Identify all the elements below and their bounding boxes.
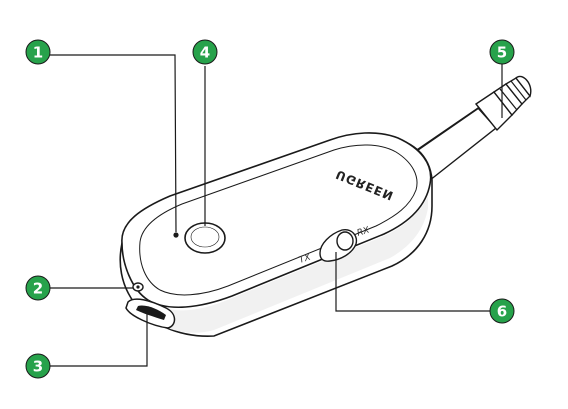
device-body: UGREEN bbox=[119, 132, 433, 337]
status-led bbox=[173, 232, 179, 238]
callout-lines bbox=[50, 54, 503, 367]
switch-rx-label: RX bbox=[356, 225, 372, 239]
callout-2-number: 2 bbox=[33, 280, 43, 298]
callout-3: 3 bbox=[25, 353, 51, 379]
callout-5: 5 bbox=[489, 39, 515, 65]
callout-2: 2 bbox=[25, 275, 51, 301]
callout-1-line bbox=[50, 54, 177, 233]
multifunction-button[interactable] bbox=[184, 222, 226, 254]
callout-3-line bbox=[50, 312, 148, 367]
tx-rx-switch[interactable]: TX RX bbox=[298, 225, 372, 266]
callout-3-number: 3 bbox=[33, 358, 43, 376]
switch-knob[interactable] bbox=[336, 231, 354, 251]
aux-port bbox=[132, 282, 144, 292]
device-top-contour bbox=[139, 144, 418, 296]
callout-6: 6 bbox=[489, 298, 515, 324]
callout-6-line bbox=[335, 252, 490, 312]
callout-4: 4 bbox=[192, 39, 218, 65]
device-top-face bbox=[121, 132, 432, 309]
switch-tx-label: TX bbox=[298, 252, 313, 265]
callout-6-number: 6 bbox=[497, 303, 507, 321]
callout-1: 1 bbox=[25, 39, 51, 65]
callout-4-number: 4 bbox=[200, 44, 210, 62]
callout-5-number: 5 bbox=[497, 44, 507, 62]
callout-1-number: 1 bbox=[33, 44, 43, 62]
callout-badges: 1 4 5 2 3 6 bbox=[25, 39, 515, 379]
usb-charging-port bbox=[125, 298, 176, 329]
